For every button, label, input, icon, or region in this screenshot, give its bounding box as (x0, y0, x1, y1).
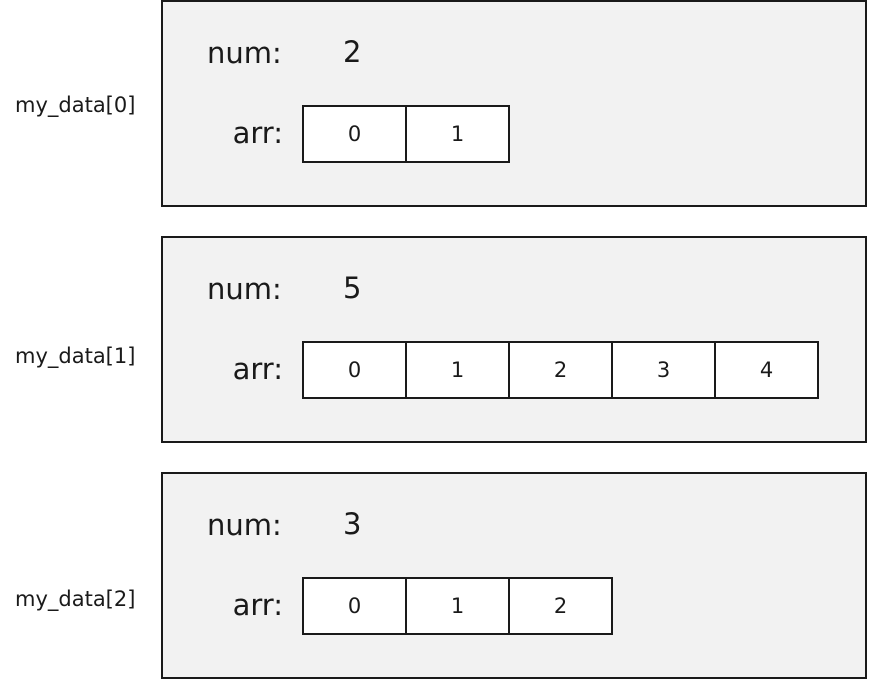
num-field-label: num: (207, 272, 282, 306)
num-value: 3 (343, 507, 362, 541)
element-label: my_data[1] (15, 344, 136, 368)
arr-field-label: arr: (232, 588, 283, 622)
array-cell: 1 (407, 579, 510, 633)
element-label: my_data[0] (15, 93, 136, 117)
struct-box: num: 2 arr: 0 1 (161, 0, 867, 207)
array-cell: 1 (407, 343, 510, 397)
array-cell: 3 (613, 343, 716, 397)
struct-box: num: 3 arr: 0 1 2 (161, 472, 867, 679)
array-cell: 0 (304, 107, 407, 161)
array-cell: 4 (759, 358, 774, 382)
num-field-label: num: (207, 36, 282, 70)
array-cell: 1 (450, 122, 465, 146)
array-cell: 0 (304, 579, 407, 633)
struct-box: num: 5 arr: 0 1 2 3 4 (161, 236, 867, 443)
arr-field-label: arr: (232, 352, 283, 386)
arr-field-label: arr: (232, 116, 283, 150)
array-cell: 0 (304, 343, 407, 397)
num-field-label: num: (207, 508, 282, 542)
array-cells: 0 1 2 3 4 (302, 341, 819, 399)
array-cell: 2 (553, 594, 568, 618)
array-cells: 0 1 (302, 105, 510, 163)
num-value: 2 (343, 35, 362, 69)
num-value: 5 (343, 271, 362, 305)
array-cells: 0 1 2 (302, 577, 613, 635)
array-cell: 2 (510, 343, 613, 397)
element-label: my_data[2] (15, 587, 136, 611)
